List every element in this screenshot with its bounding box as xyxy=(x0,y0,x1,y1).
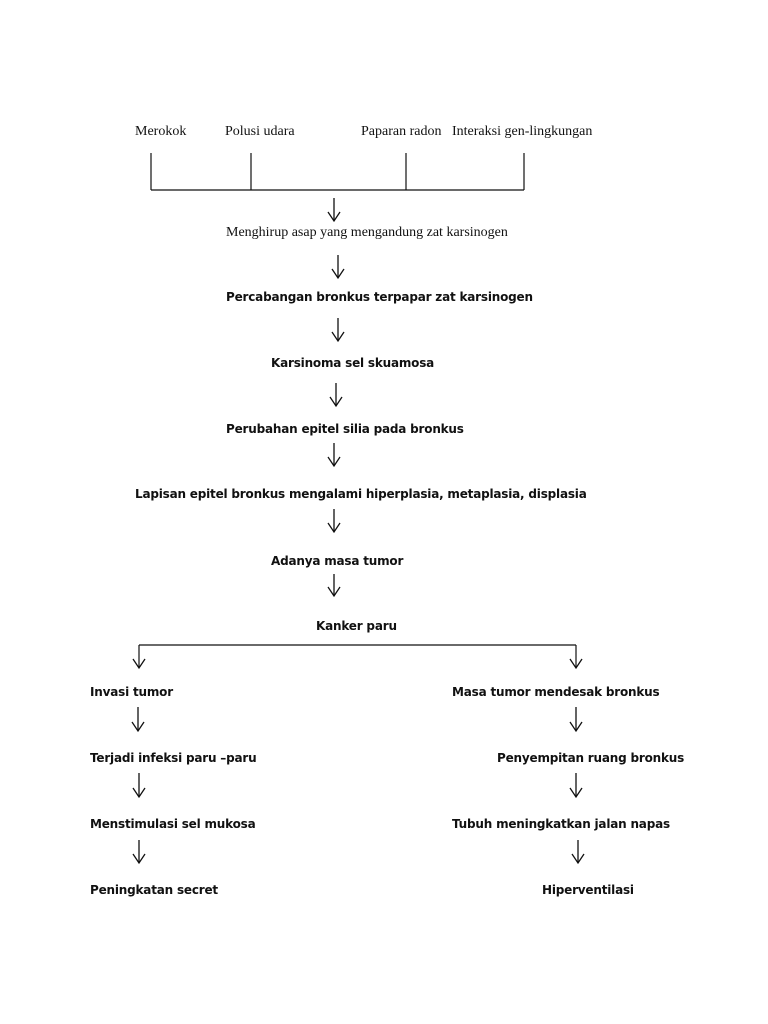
step-kanker-paru: Kanker paru xyxy=(316,619,397,633)
cause-polusi-udara: Polusi udara xyxy=(225,124,295,139)
cause-paparan-radon: Paparan radon xyxy=(361,124,442,139)
left-arrow-3 xyxy=(132,840,146,864)
arrow-6 xyxy=(327,509,341,533)
right-masa-tumor-mendesak: Masa tumor mendesak bronkus xyxy=(452,685,660,699)
left-menstimulasi-sel-mukosa: Menstimulasi sel mukosa xyxy=(90,817,256,831)
right-tubuh-meningkatkan-jalan-napas: Tubuh meningkatkan jalan napas xyxy=(452,817,670,831)
arrow-4 xyxy=(329,383,343,407)
left-infeksi-paru: Terjadi infeksi paru –paru xyxy=(90,751,257,765)
right-arrow-3 xyxy=(571,840,585,864)
arrow-7 xyxy=(327,574,341,597)
step-perubahan-epitel-silia: Perubahan epitel silia pada bronkus xyxy=(226,422,464,436)
left-arrow-1 xyxy=(131,707,145,732)
right-penyempitan-ruang-bronkus: Penyempitan ruang bronkus xyxy=(497,751,685,765)
right-arrow-1 xyxy=(569,707,583,732)
branch-split xyxy=(138,644,577,668)
step-karsinoma-sel-skuamosa: Karsinoma sel skuamosa xyxy=(271,356,435,370)
arrow-1 xyxy=(327,198,341,222)
cause-merokok: Merokok xyxy=(135,124,187,139)
left-invasi-tumor: Invasi tumor xyxy=(90,685,173,699)
right-hiperventilasi: Hiperventilasi xyxy=(542,883,634,897)
arrow-3 xyxy=(331,318,345,342)
arrow-2 xyxy=(331,255,345,279)
step-percabangan-bronkus: Percabangan bronkus terpapar zat karsino… xyxy=(226,290,533,304)
cause-interaksi-gen-lingkungan: Interaksi gen-lingkungan xyxy=(452,124,593,139)
causes-bracket xyxy=(150,153,525,191)
step-lapisan-epitel-bronkus: Lapisan epitel bronkus mengalami hiperpl… xyxy=(135,487,587,501)
step-adanya-masa-tumor: Adanya masa tumor xyxy=(271,554,404,568)
step-menghirup-asap: Menghirup asap yang mengandung zat karsi… xyxy=(226,225,508,240)
left-peningkatan-secret: Peningkatan secret xyxy=(90,883,218,897)
arrow-5 xyxy=(327,443,341,467)
left-arrow-2 xyxy=(132,773,146,798)
right-arrow-2 xyxy=(569,773,583,798)
